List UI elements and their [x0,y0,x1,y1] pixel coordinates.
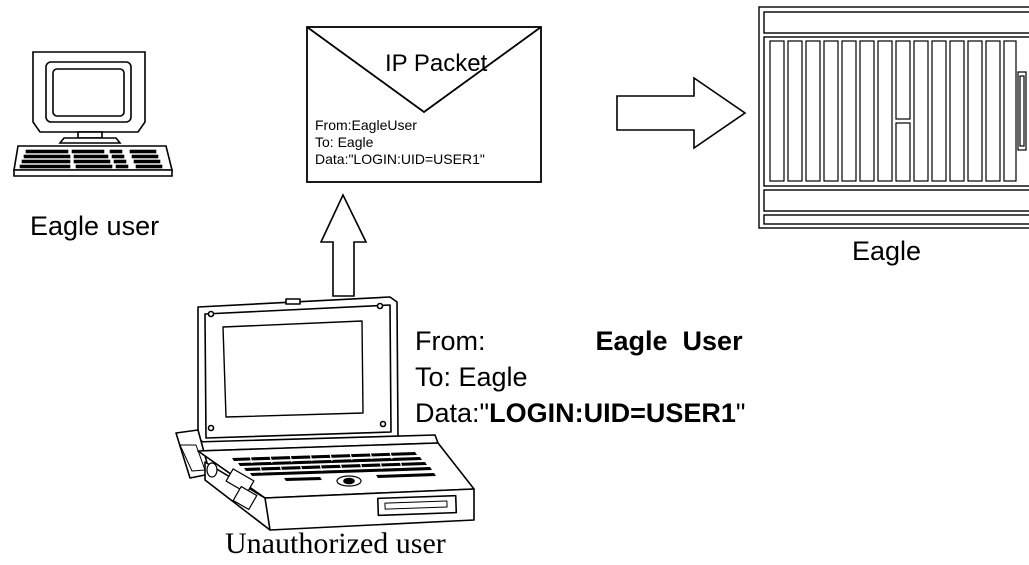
packet-to: To: Eagle [315,134,374,150]
packet-body: From:EagleUser To: Eagle Data:"LOGIN:UID… [315,117,485,168]
spoof-data-prefix: Data:" [415,398,490,428]
spoof-to-line: To: Eagle [415,362,528,392]
unauthorized-user-label: Unauthorized user [225,527,446,560]
ip-packet-envelope-icon [306,26,542,183]
up-arrow-icon [319,193,368,297]
packet-title: IP Packet [385,50,488,77]
spoof-data-line: Data:"LOGIN:UID=USER1" [415,395,746,431]
right-arrow-icon [616,76,747,150]
eagle-user-label: Eagle user [30,211,160,241]
spoof-from-prefix: From: [415,326,486,356]
spoof-data-value: LOGIN:UID=USER1 [489,398,736,428]
desktop-computer-icon [13,51,174,177]
packet-from: From:EagleUser [315,117,417,133]
spoof-data-suffix: " [735,398,746,428]
laptop-computer-icon [175,296,475,531]
eagle-server-rack-icon [758,6,1029,229]
spoof-details: From: Eagle User To: Eagle Data:"LOGIN:UI… [415,323,746,431]
spoof-from-value: Eagle User [595,326,743,356]
spoof-from-line: From: Eagle User [415,323,746,359]
eagle-label: Eagle [852,236,922,266]
packet-data: Data:"LOGIN:UID=USER1" [315,151,485,167]
